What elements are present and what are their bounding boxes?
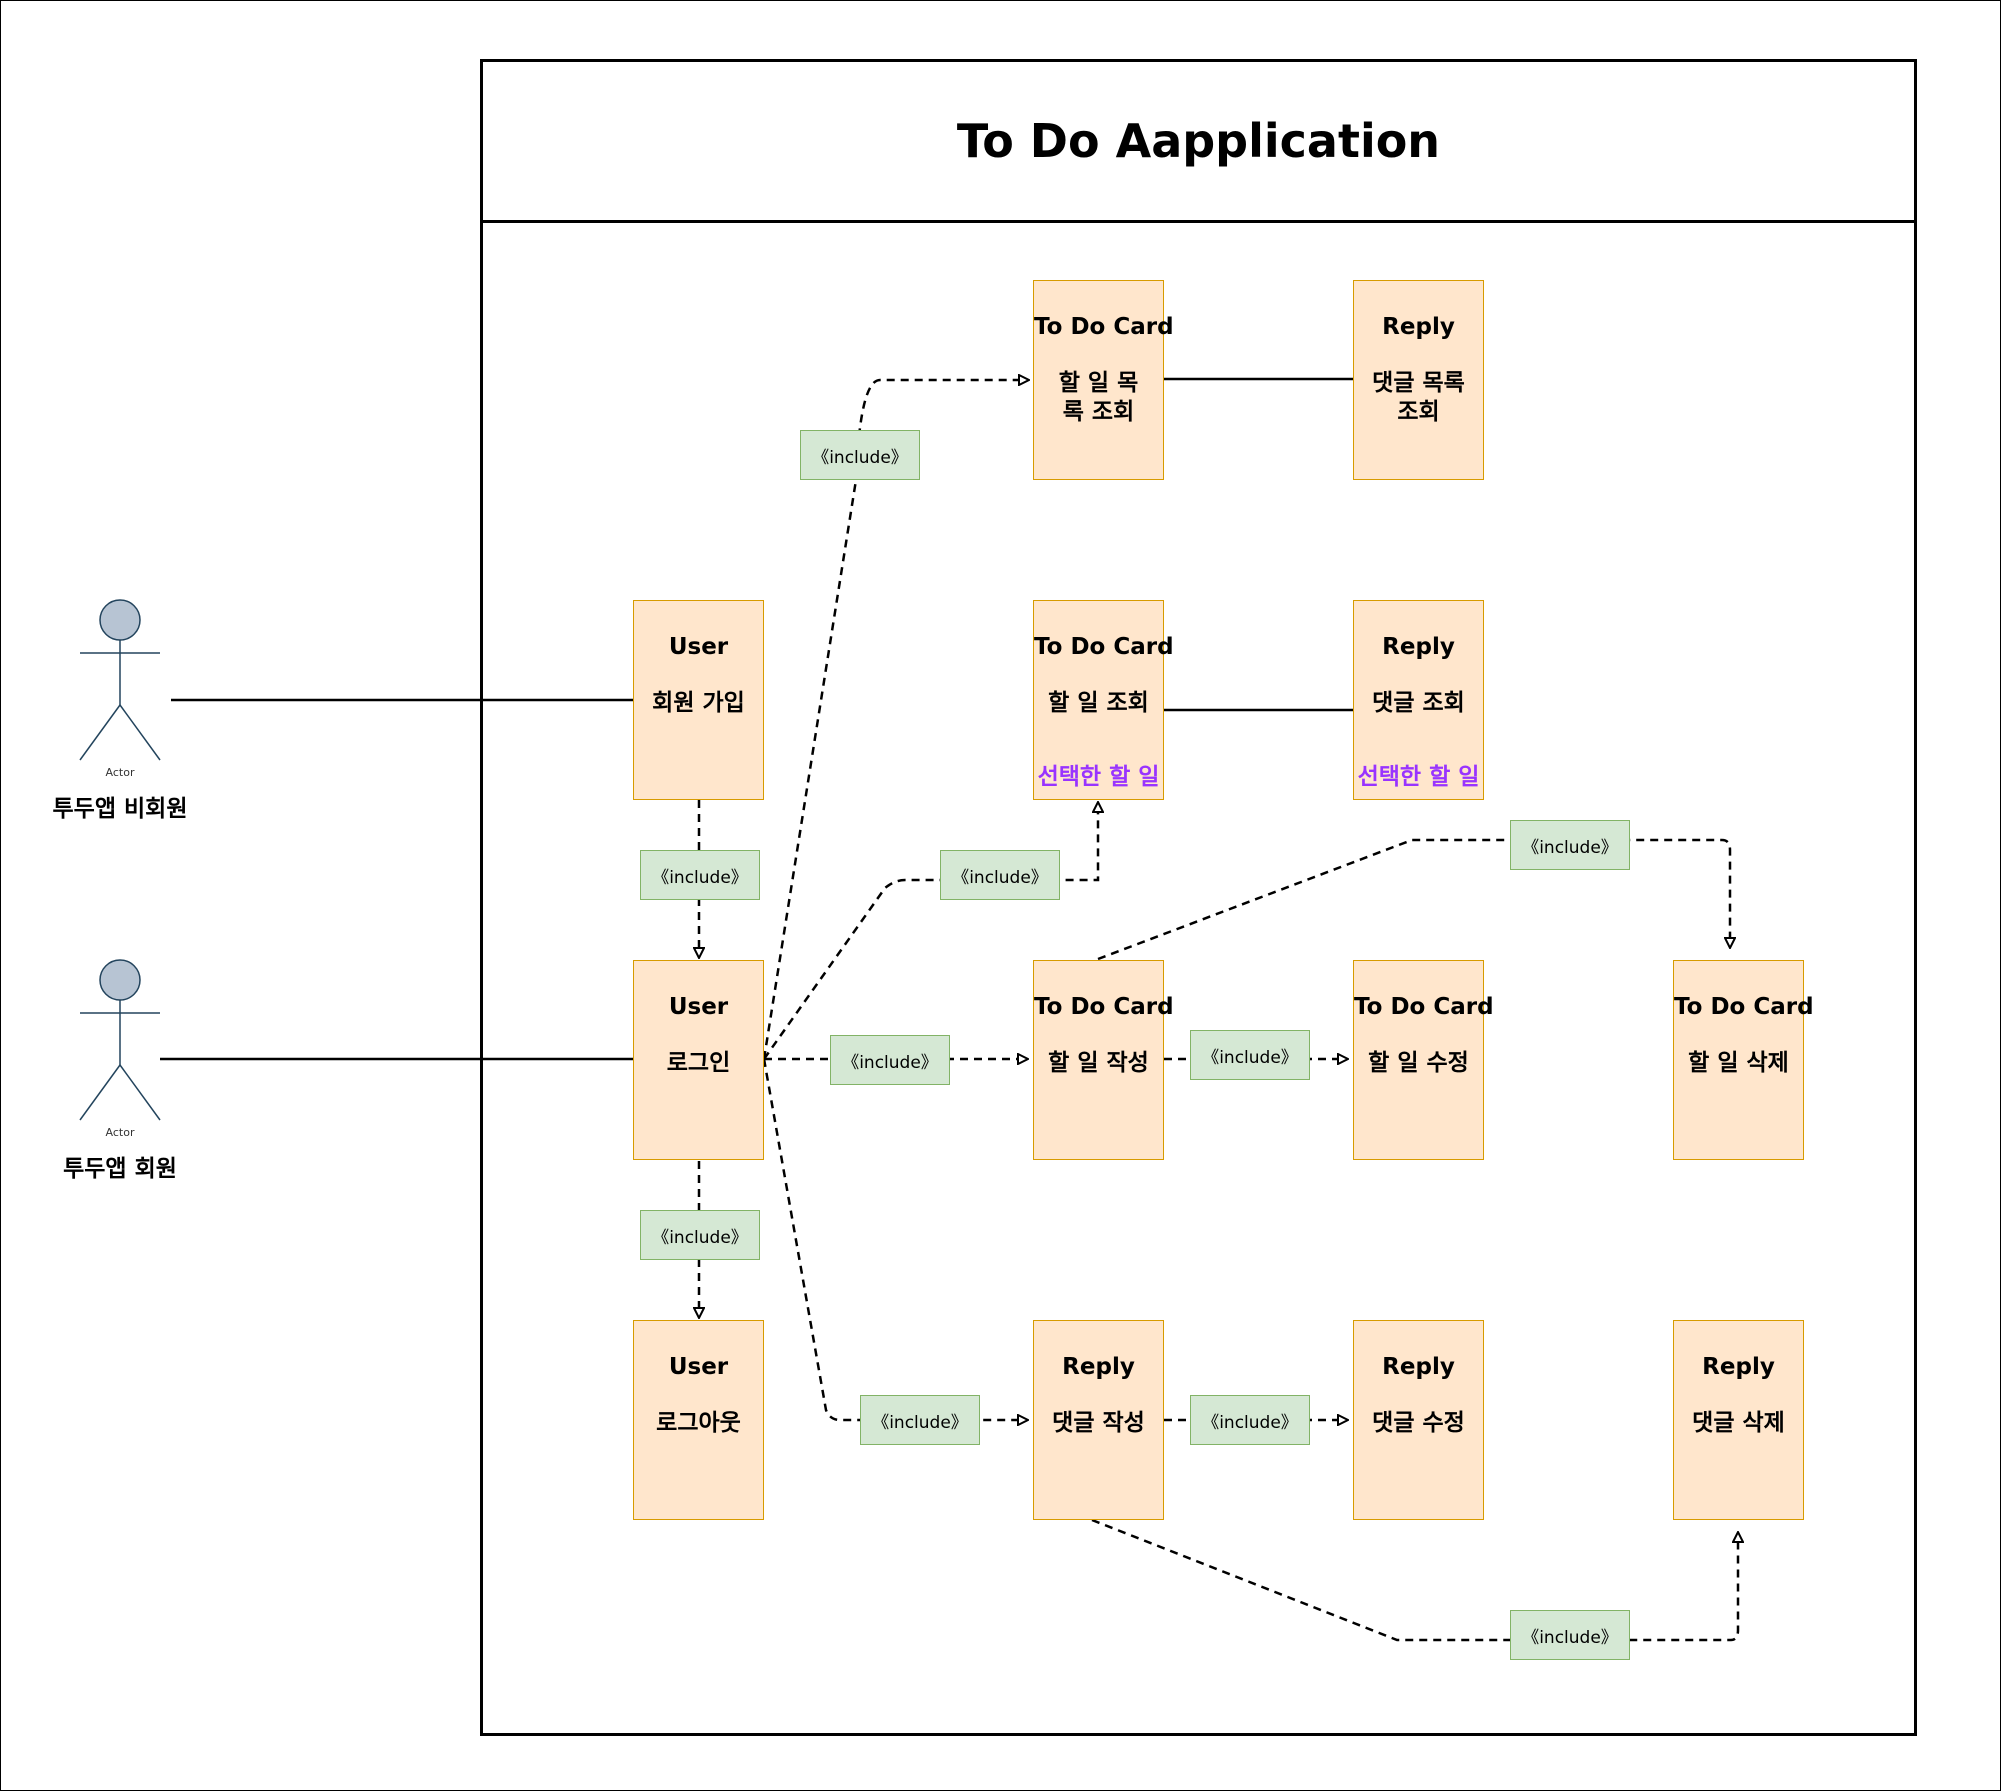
include-login-todo-list [762, 380, 1028, 1060]
system-boundary: To Do Aapplication [480, 59, 1917, 1736]
usecase-entity: User [668, 994, 729, 1020]
usecase-reply-view[interactable]: Reply 댓글 조회 선택한 할 일 [1353, 600, 1484, 800]
usecase-login[interactable]: User 로그인 [633, 960, 764, 1160]
usecase-reply-edit[interactable]: Reply 댓글 수정 [1353, 1320, 1484, 1520]
include-label: 《include》 [1510, 1610, 1630, 1660]
include-label: 《include》 [940, 850, 1060, 900]
usecase-action: 할 일 삭제 [1688, 1050, 1789, 1076]
actor-name-nonmember: 투두앱 비회원 [52, 796, 188, 822]
usecase-action: 로그인 [666, 1050, 731, 1076]
actor-head [99, 959, 141, 1001]
include-label: 《include》 [1190, 1030, 1310, 1080]
actor-caption-nonmember: Actor [105, 766, 135, 779]
usecase-reply-delete[interactable]: Reply 댓글 삭제 [1673, 1320, 1804, 1520]
usecase-action: 할 일 목록 조회 [1058, 370, 1139, 425]
usecase-entity: User [668, 634, 729, 660]
usecase-action: 로그아웃 [656, 1410, 741, 1436]
usecase-reply-create[interactable]: Reply 댓글 작성 [1033, 1320, 1164, 1520]
actor-figure-member [79, 959, 161, 1121]
usecase-signup[interactable]: User 회원 가입 [633, 600, 764, 800]
usecase-entity: Reply [1382, 1354, 1455, 1380]
include-label: 《include》 [800, 430, 920, 480]
usecase-note: 선택한 할 일 [1037, 764, 1160, 790]
include-login-todo-view [762, 803, 1098, 1060]
usecase-action: 댓글 조회 [1372, 690, 1465, 716]
usecase-entity: To Do Card [1354, 994, 1494, 1020]
usecase-action: 할 일 작성 [1048, 1050, 1149, 1076]
usecase-action: 회원 가입 [652, 690, 745, 716]
usecase-action: 할 일 수정 [1368, 1050, 1469, 1076]
usecase-entity: User [668, 1354, 729, 1380]
actor-caption-member: Actor [105, 1126, 135, 1139]
usecase-action: 할 일 조회 [1048, 690, 1149, 716]
include-label: 《include》 [830, 1035, 950, 1085]
system-title: To Do Aapplication [956, 114, 1441, 168]
include-login-reply-create [762, 1058, 1027, 1420]
usecase-entity: To Do Card [1034, 994, 1174, 1020]
actor-figure-nonmember [79, 599, 161, 761]
actor-name-member: 투두앱 회원 [63, 1156, 177, 1182]
usecase-entity: Reply [1382, 314, 1455, 340]
usecase-entity: Reply [1382, 634, 1455, 660]
usecase-todo-delete[interactable]: To Do Card 할 일 삭제 [1673, 960, 1814, 1160]
system-header: To Do Aapplication [483, 62, 1914, 223]
usecase-logout[interactable]: User 로그아웃 [633, 1320, 764, 1520]
actor-head [99, 599, 141, 641]
include-label: 《include》 [640, 1210, 760, 1260]
include-label: 《include》 [640, 850, 760, 900]
usecase-entity: To Do Card [1034, 314, 1174, 340]
include-label: 《include》 [1510, 820, 1630, 870]
usecase-action: 댓글 목록 조회 [1372, 370, 1465, 425]
usecase-entity: To Do Card [1034, 634, 1174, 660]
usecase-action: 댓글 삭제 [1692, 1410, 1785, 1436]
usecase-entity: Reply [1702, 1354, 1775, 1380]
usecase-entity: Reply [1062, 1354, 1135, 1380]
usecase-action: 댓글 작성 [1052, 1410, 1145, 1436]
include-todo-create-todo-delete [1097, 838, 1730, 961]
usecase-action: 댓글 수정 [1372, 1410, 1465, 1436]
include-reply-create-reply-delete [1091, 1518, 1738, 1642]
usecase-todo-edit[interactable]: To Do Card 할 일 수정 [1353, 960, 1494, 1160]
include-label: 《include》 [1190, 1395, 1310, 1445]
usecase-todo-create[interactable]: To Do Card 할 일 작성 [1033, 960, 1174, 1160]
usecase-note: 선택한 할 일 [1357, 764, 1480, 790]
usecase-todo-list[interactable]: To Do Card 할 일 목록 조회 [1033, 280, 1174, 480]
include-label: 《include》 [860, 1395, 980, 1445]
usecase-reply-list[interactable]: Reply 댓글 목록 조회 [1353, 280, 1484, 480]
usecase-entity: To Do Card [1674, 994, 1814, 1020]
usecase-todo-view[interactable]: To Do Card 할 일 조회 선택한 할 일 [1033, 600, 1174, 800]
